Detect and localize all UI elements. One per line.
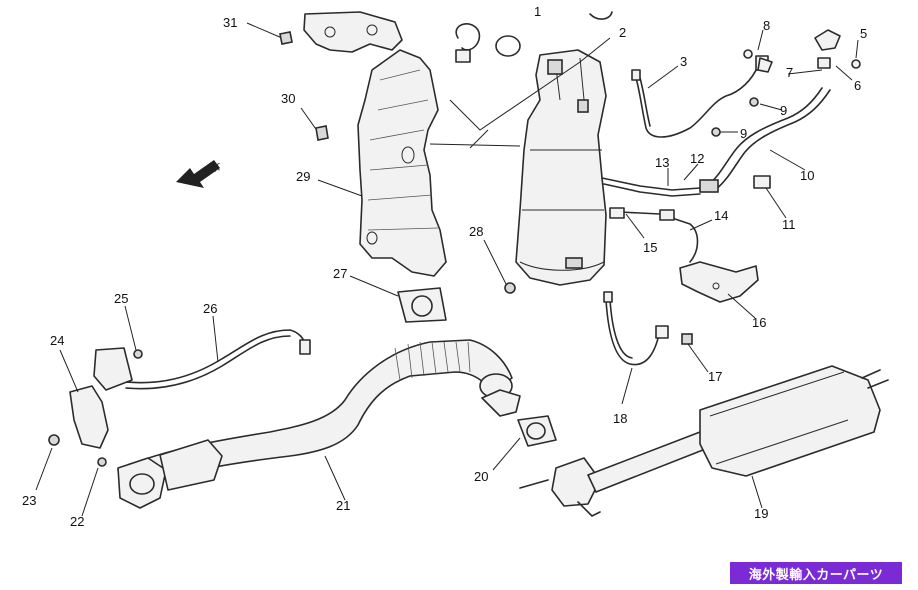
gasket-rings — [455, 11, 613, 63]
bolts-left — [279, 31, 329, 141]
callout-27: 27 — [333, 266, 347, 281]
callout-11: 11 — [782, 217, 796, 232]
callout-5: 5 — [860, 26, 867, 41]
callout-12: 12 — [690, 151, 704, 166]
callout-1: 1 — [534, 4, 541, 19]
callout-8: 8 — [763, 18, 770, 33]
watermark-badge: 海外製輸入カーパーツ — [730, 562, 902, 584]
callout-10: 10 — [800, 168, 814, 183]
oxygen-sensor-26 — [93, 329, 311, 391]
heat-shield — [357, 49, 447, 277]
muffler — [519, 365, 889, 517]
callout-29: 29 — [296, 169, 310, 184]
callout-31: 31 — [223, 15, 237, 30]
callout-9-lower: 9 — [740, 126, 747, 141]
pipe-10 — [699, 87, 831, 193]
callout-24: 24 — [50, 333, 64, 348]
sensor-wires — [601, 177, 701, 263]
catalytic-converter — [515, 49, 607, 286]
front-direction-marker: FRT — [176, 160, 223, 188]
bracket-16 — [679, 261, 759, 303]
callout-17: 17 — [708, 369, 722, 384]
callout-16: 16 — [752, 315, 766, 330]
oxygen-sensor-3 — [631, 55, 769, 138]
callout-23: 23 — [22, 493, 36, 508]
callout-19: 19 — [754, 506, 768, 521]
callout-26: 26 — [203, 301, 217, 316]
callout-28: 28 — [469, 224, 483, 239]
callout-3: 3 — [680, 54, 687, 69]
frt-label: FRT — [201, 162, 223, 179]
callout-7: 7 — [786, 65, 793, 80]
callout-22: 22 — [70, 514, 84, 529]
callout-30: 30 — [281, 91, 295, 106]
callout-13: 13 — [655, 155, 669, 170]
callout-21: 21 — [336, 498, 350, 513]
callout-15: 15 — [643, 240, 657, 255]
gasket-27 — [397, 282, 516, 323]
upper-bracket — [303, 11, 403, 53]
callout-9-upper: 9 — [780, 103, 787, 118]
callout-25: 25 — [114, 291, 128, 306]
leader-lines — [35, 22, 859, 517]
callouts: 1 2 3 5 6 7 8 9 9 10 11 12 13 14 15 16 1… — [22, 4, 867, 529]
callout-14: 14 — [714, 208, 728, 223]
callout-20: 20 — [474, 469, 488, 484]
callout-18: 18 — [613, 411, 627, 426]
gasket-20 — [517, 415, 557, 447]
callout-6: 6 — [854, 78, 861, 93]
oxygen-sensor-18 — [603, 291, 693, 366]
front-flange — [48, 385, 223, 509]
callout-2: 2 — [619, 25, 626, 40]
